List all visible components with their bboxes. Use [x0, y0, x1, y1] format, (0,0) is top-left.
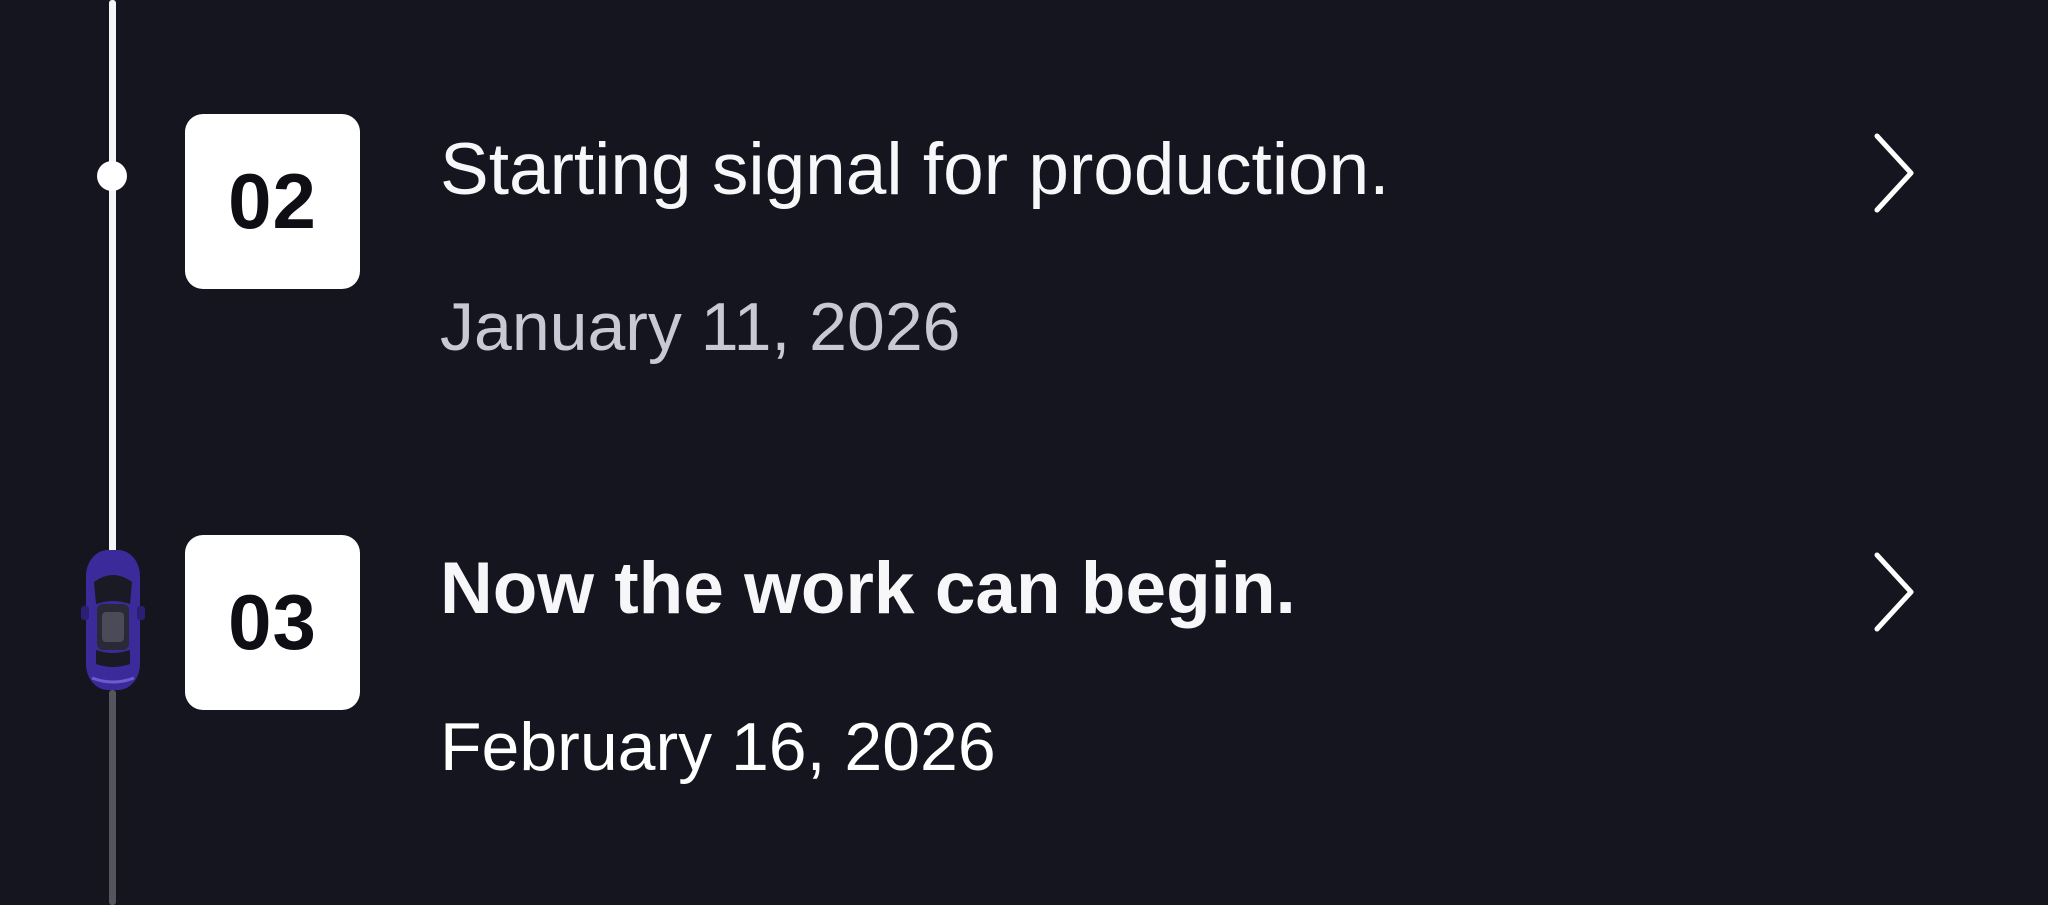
step-title: Starting signal for production. [440, 129, 1390, 210]
step-number: 03 [228, 578, 317, 666]
timeline-track-completed [109, 0, 116, 560]
timeline-track-pending [109, 690, 116, 905]
step-number: 02 [228, 157, 317, 245]
step-date: January 11, 2026 [440, 289, 961, 365]
step-number-badge: 02 [185, 114, 360, 289]
step-title: Now the work can begin. [440, 548, 1296, 629]
car-icon [81, 550, 145, 690]
dot-icon [97, 161, 127, 191]
step-number-badge: 03 [185, 535, 360, 710]
chevron-right-icon[interactable] [1865, 128, 1925, 218]
chevron-right-icon[interactable] [1865, 547, 1925, 637]
timeline-step[interactable]: 03 Now the work can begin. February 16, … [0, 390, 2048, 810]
timeline-step[interactable]: 02 Starting signal for production. Janua… [0, 0, 2048, 390]
step-date: February 16, 2026 [440, 709, 996, 785]
